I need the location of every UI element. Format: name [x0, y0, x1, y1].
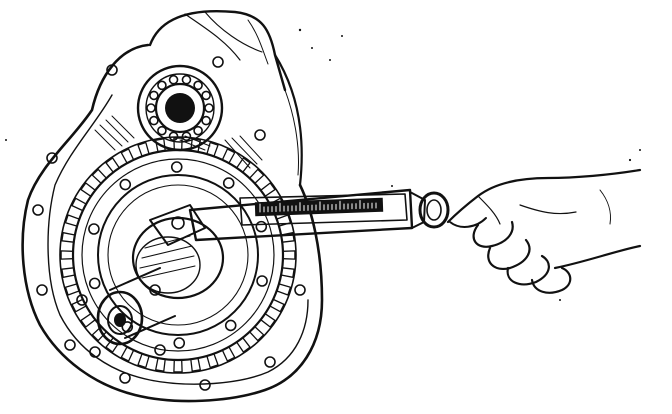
ring-gear-bolt: [256, 275, 268, 287]
differential-housing-icon: [21, 10, 324, 403]
gear-tooth: [80, 182, 96, 197]
gear-tooth: [137, 141, 150, 157]
ring-gear-bolt: [170, 161, 183, 173]
bearing-roller: [157, 125, 167, 136]
gear-tooth: [236, 337, 251, 353]
ring-gear-bolt: [255, 220, 268, 233]
flange-bolt-holes: [32, 56, 306, 391]
hand-icon: [446, 168, 642, 294]
gear-tooth: [236, 157, 251, 173]
bearing-roller: [193, 125, 203, 136]
ring-gear-bolt: [222, 177, 235, 189]
gear-tooth: [280, 267, 295, 278]
bearing-roller: [193, 80, 203, 91]
bearing-roller: [181, 131, 192, 142]
spring-scale-icon: [188, 188, 450, 242]
gear-tooth: [91, 325, 108, 342]
gear-tooth: [91, 168, 108, 185]
ring-gear-bolt: [173, 337, 186, 349]
bearing-roller: [149, 115, 159, 126]
bearing-roller: [201, 115, 211, 126]
gear-tooth: [206, 353, 219, 369]
bearing-roller: [201, 90, 211, 101]
gear-tooth: [155, 357, 166, 372]
gear-tooth: [248, 325, 265, 342]
gear-tooth: [105, 157, 120, 173]
gear-tooth: [120, 346, 135, 362]
ring-gear-bolt: [224, 319, 237, 332]
gear-tooth: [190, 357, 201, 372]
gear-tooth: [71, 197, 87, 212]
gear-tooth: [282, 250, 296, 260]
gear-tooth: [173, 137, 183, 151]
ring-gear-bolt: [88, 277, 101, 290]
bearing-roller: [157, 80, 167, 91]
gear-tooth: [269, 298, 285, 313]
bearing-roller: [168, 74, 179, 85]
gear-tooth: [64, 214, 80, 227]
gear-tooth: [80, 313, 96, 328]
ring-gear-bolt: [88, 223, 100, 235]
bearing-roller: [149, 90, 159, 101]
gear-tooth: [221, 346, 236, 362]
gear-tooth: [260, 313, 276, 328]
gear-tooth: [190, 138, 201, 153]
gear-tooth: [61, 232, 76, 243]
gear-tooth: [155, 138, 166, 153]
gear-tooth: [221, 148, 236, 164]
gear-tooth: [248, 168, 265, 185]
bearing-roller: [146, 103, 156, 113]
stipple-marks: [5, 28, 641, 301]
ring-gear-icon: [59, 136, 297, 374]
gear-tooth: [137, 353, 150, 369]
gear-tooth: [64, 283, 80, 296]
gear-tooth: [120, 148, 135, 164]
gear-tooth: [206, 141, 219, 157]
gear-tooth: [260, 182, 276, 197]
gear-tooth: [61, 267, 76, 278]
gear-tooth: [173, 359, 183, 373]
pinion-flange-icon: [76, 204, 225, 358]
gear-tooth: [276, 283, 292, 296]
bearing-roller: [181, 74, 192, 85]
gear-tooth: [60, 250, 74, 260]
ring-gear-bolt: [119, 178, 132, 191]
bearing-roller: [204, 103, 214, 113]
